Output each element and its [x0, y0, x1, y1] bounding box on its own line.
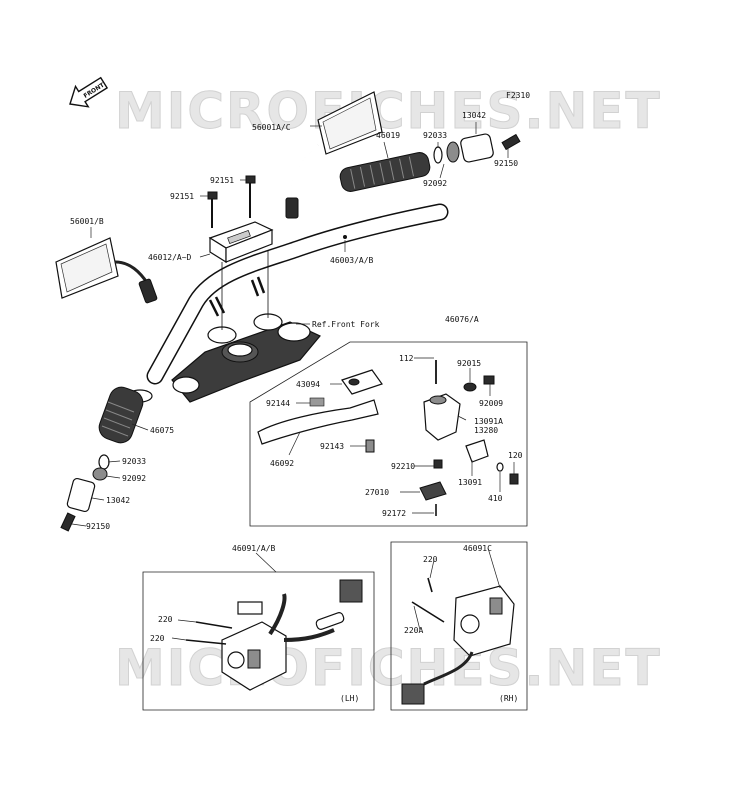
label-43094: 43094	[296, 380, 320, 389]
label-46091c: 46091C	[463, 544, 492, 553]
label-56001ac: 56001A/C	[252, 123, 291, 132]
label-92151-b: 92151	[170, 192, 194, 201]
rh-switch-box	[390, 541, 528, 711]
label-46003: 46003/A/B	[330, 256, 374, 265]
label-13042-top: 13042	[462, 111, 486, 120]
label-46019: 46019	[376, 131, 400, 140]
label-112: 112	[399, 354, 414, 363]
side-label-rh: (RH)	[499, 694, 518, 703]
label-92143: 92143	[320, 442, 344, 451]
label-92144: 92144	[266, 399, 290, 408]
label-46075: 46075	[150, 426, 174, 435]
label-92033-top: 92033	[423, 131, 447, 140]
label-27010: 27010	[365, 488, 389, 497]
watermark-bottom: MICROFICHES.NET	[115, 639, 662, 697]
label-92150-left: 92150	[86, 522, 110, 531]
label-220-rh: 220	[423, 555, 438, 564]
label-92150-top: 92150	[494, 159, 518, 168]
label-220-lh-a: 220	[158, 615, 173, 624]
mirror-right	[285, 91, 383, 219]
fork-top-bridge	[171, 250, 321, 403]
label-46012: 46012/A~D	[148, 253, 192, 262]
label-92210: 92210	[391, 462, 415, 471]
part-labels: 56001A/C 46019 92033 13042 92092 92150 9…	[70, 111, 523, 703]
label-13091: 13091	[458, 478, 482, 487]
handlebar	[146, 203, 449, 385]
mirror-left	[55, 237, 158, 304]
label-92009: 92009	[479, 399, 503, 408]
label-220-lh-b: 220	[150, 634, 165, 643]
label-46092: 46092	[270, 459, 294, 468]
lh-switch-box	[142, 571, 375, 711]
label-92015: 92015	[457, 359, 481, 368]
rh-switch-housing	[401, 577, 515, 705]
side-label-lh: (LH)	[340, 694, 359, 703]
label-410: 410	[488, 494, 503, 503]
label-220a: 220A	[404, 626, 423, 635]
label-13042-left: 13042	[106, 496, 130, 505]
handlebar-clamp	[208, 221, 274, 264]
label-46076: 46076/A	[445, 315, 479, 324]
bolt-92151-icon	[207, 175, 256, 228]
lever-assembly	[257, 360, 519, 516]
label-46091ab: 46091/A/B	[232, 544, 276, 553]
label-92172: 92172	[382, 509, 406, 518]
label-92151-a: 92151	[210, 176, 234, 185]
label-13091a: 13091A	[474, 417, 503, 426]
grip-left	[60, 386, 153, 532]
grip-right	[339, 133, 521, 192]
lever-assembly-box	[249, 341, 528, 527]
label-13280: 13280	[474, 426, 498, 435]
label-92092-top: 92092	[423, 179, 447, 188]
lh-switch-housing	[185, 579, 363, 691]
front-arrow-icon: FRONT	[69, 76, 109, 108]
watermark-top: MICROFICHES.NET	[115, 82, 662, 140]
ref-front-fork: Ref.Front Fork	[312, 320, 380, 329]
label-92092-left: 92092	[122, 474, 146, 483]
label-120: 120	[508, 451, 523, 460]
label-56001b: 56001/B	[70, 217, 104, 226]
leader-lines	[71, 122, 515, 641]
label-92033-left: 92033	[122, 457, 146, 466]
diagram-id: F2310	[506, 91, 530, 100]
